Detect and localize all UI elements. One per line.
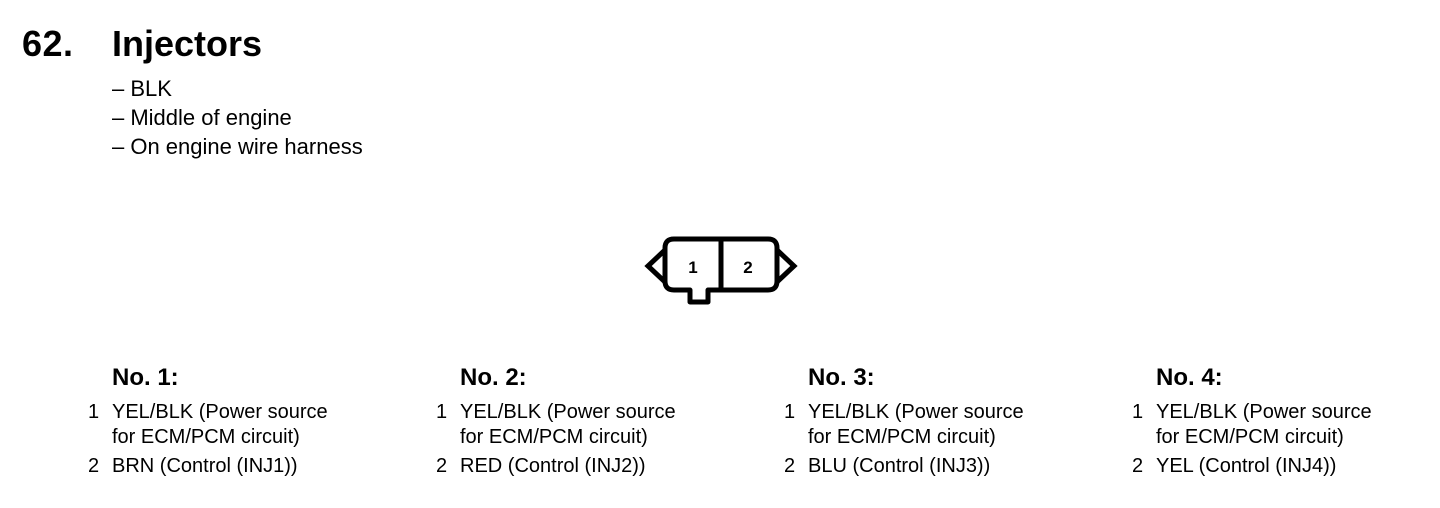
pin-number: 1: [1132, 401, 1144, 423]
injector-title: No. 3:: [808, 364, 875, 391]
pin-number: 1: [88, 401, 100, 423]
pin-description-line: for ECM/PCM circuit): [1156, 426, 1344, 448]
section-number: 62.: [22, 23, 74, 64]
pin-description: YEL/BLK (Power source for ECM/PCM circui…: [808, 400, 1114, 450]
pin-description-line: RED (Control (INJ2)): [460, 455, 646, 477]
pin-row: 2 BRN (Control (INJ1)): [88, 454, 418, 479]
connector-pin-1: 1: [688, 258, 697, 277]
detail-location: – Middle of engine: [112, 105, 292, 130]
detail-harness: – On engine wire harness: [112, 134, 363, 159]
pin-description: BLU (Control (INJ3)): [808, 454, 1114, 479]
pin-row: 2 BLU (Control (INJ3)): [784, 454, 1114, 479]
pin-number: 2: [1132, 455, 1144, 477]
connector-left-tab: [644, 244, 668, 288]
connector-details: – BLK – Middle of engine – On engine wir…: [112, 74, 363, 161]
pin-number: 2: [88, 455, 100, 477]
pin-description: YEL/BLK (Power source for ECM/PCM circui…: [460, 400, 766, 450]
connector-pin-2: 2: [743, 258, 752, 277]
pin-row: 1 YEL/BLK (Power source for ECM/PCM circ…: [1132, 400, 1432, 450]
connector-right-tab: [774, 244, 798, 288]
pin-number: 1: [784, 401, 796, 423]
pin-description-line: BLU (Control (INJ3)): [808, 455, 991, 477]
pin-row: 2 YEL (Control (INJ4)): [1132, 454, 1432, 479]
injector-title: No. 2:: [460, 364, 527, 391]
pin-row: 1 YEL/BLK (Power source for ECM/PCM circ…: [784, 400, 1114, 450]
detail-color: – BLK: [112, 76, 172, 101]
pin-description-line: for ECM/PCM circuit): [808, 426, 996, 448]
pin-description: RED (Control (INJ2)): [460, 454, 766, 479]
injector-title: No. 4:: [1156, 364, 1223, 391]
pin-row: 1 YEL/BLK (Power source for ECM/PCM circ…: [88, 400, 418, 450]
pin-description-line: YEL/BLK (Power source: [112, 401, 328, 423]
pin-description-line: YEL (Control (INJ4)): [1156, 455, 1337, 477]
pin-description-line: for ECM/PCM circuit): [112, 426, 300, 448]
injector-no-1: No. 1: 1 YEL/BLK (Power source for ECM/P…: [88, 360, 418, 483]
connector-diagram: 1 2: [644, 236, 798, 305]
pin-description-line: for ECM/PCM circuit): [460, 426, 648, 448]
injector-title: No. 1:: [112, 364, 179, 391]
pin-row: 1 YEL/BLK (Power source for ECM/PCM circ…: [436, 400, 766, 450]
pin-number: 2: [784, 455, 796, 477]
pin-number: 1: [436, 401, 448, 423]
pin-description-line: YEL/BLK (Power source: [1156, 401, 1372, 423]
pin-row: 2 RED (Control (INJ2)): [436, 454, 766, 479]
pin-description: YEL/BLK (Power source for ECM/PCM circui…: [1156, 400, 1432, 450]
pin-description-line: YEL/BLK (Power source: [460, 401, 676, 423]
section-title: Injectors: [112, 23, 263, 64]
injector-no-2: No. 2: 1 YEL/BLK (Power source for ECM/P…: [436, 360, 766, 483]
injector-no-4: No. 4: 1 YEL/BLK (Power source for ECM/P…: [1132, 360, 1432, 483]
pin-description-line: YEL/BLK (Power source: [808, 401, 1024, 423]
pin-description: YEL (Control (INJ4)): [1156, 454, 1432, 479]
pin-description: BRN (Control (INJ1)): [112, 454, 418, 479]
injector-no-3: No. 3: 1 YEL/BLK (Power source for ECM/P…: [784, 360, 1114, 483]
pin-description: YEL/BLK (Power source for ECM/PCM circui…: [112, 400, 418, 450]
pin-description-line: BRN (Control (INJ1)): [112, 455, 298, 477]
pin-number: 2: [436, 455, 448, 477]
